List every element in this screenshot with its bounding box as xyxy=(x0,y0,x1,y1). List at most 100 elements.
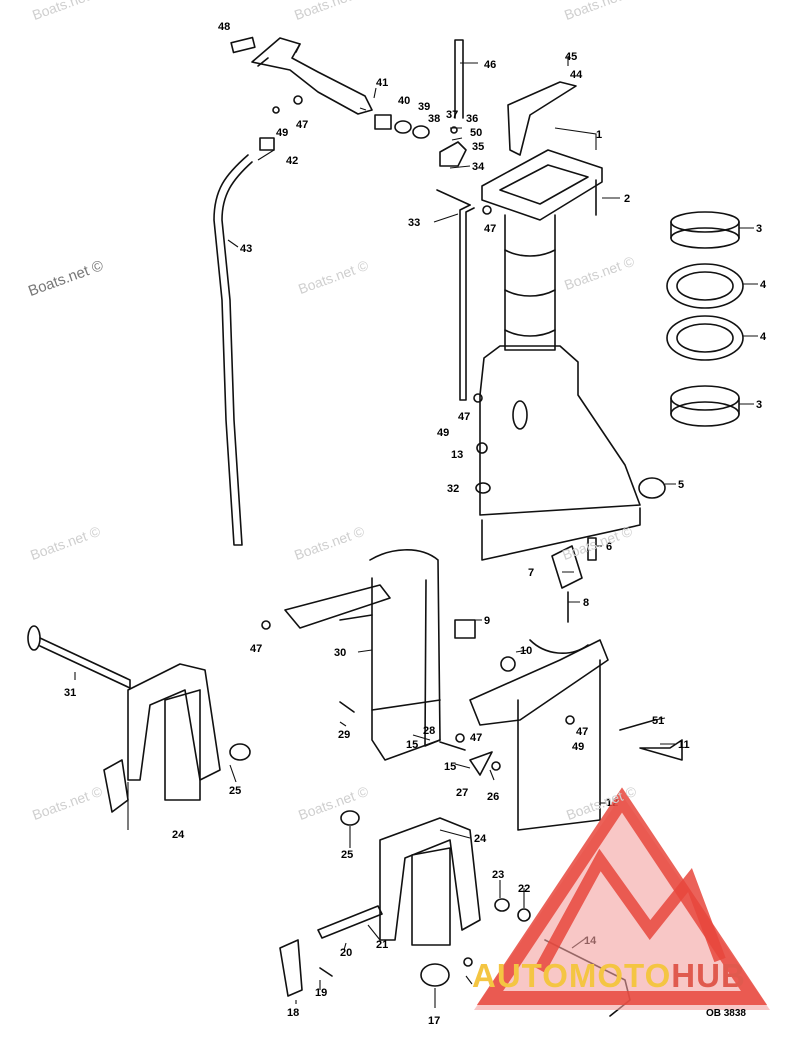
callout-3-bottom: 3 xyxy=(756,399,762,411)
washer-39 xyxy=(394,120,412,134)
knob-11 xyxy=(639,739,683,761)
callout-4-top: 4 xyxy=(760,279,767,291)
callout-49-a: 49 xyxy=(276,127,288,139)
callout-25-left: 25 xyxy=(229,785,241,797)
callout-19: 19 xyxy=(315,987,327,999)
rod-46 xyxy=(454,39,464,119)
bushing-40 xyxy=(374,114,392,130)
callout-32: 32 xyxy=(447,483,459,495)
washer-23 xyxy=(494,898,510,912)
callout-17: 17 xyxy=(428,1015,440,1027)
callout-42: 42 xyxy=(286,155,298,167)
pad-9 xyxy=(454,619,476,639)
callout-31: 31 xyxy=(64,687,76,699)
callout-36: 36 xyxy=(466,113,478,125)
callout-46: 46 xyxy=(484,59,496,71)
callout-43: 43 xyxy=(240,243,252,255)
nut-47-f xyxy=(293,95,303,105)
callout-15-b: 15 xyxy=(444,761,456,773)
washer-25-left xyxy=(229,743,251,761)
callout-22: 22 xyxy=(518,883,530,895)
callout-26: 26 xyxy=(487,791,499,803)
lever-27 xyxy=(469,751,493,776)
bearing-ring-3-top xyxy=(670,211,740,249)
callout-5: 5 xyxy=(678,479,684,491)
screw-16 xyxy=(463,957,473,967)
callout-44: 44 xyxy=(570,69,583,81)
callout-40: 40 xyxy=(398,95,410,107)
clamp-24-right xyxy=(379,817,481,946)
callout-25-right: 25 xyxy=(341,849,353,861)
callout-45: 45 xyxy=(565,51,577,63)
callout-11: 11 xyxy=(678,739,690,751)
callout-47-b: 47 xyxy=(484,223,496,235)
bearing-4-bottom xyxy=(666,315,744,361)
leader-lines xyxy=(74,56,758,1008)
shaft-28 xyxy=(439,741,466,751)
callout-10: 10 xyxy=(520,645,532,657)
callout-30: 30 xyxy=(334,647,346,659)
callout-39: 39 xyxy=(418,101,430,113)
callout-49-b: 49 xyxy=(437,427,449,439)
clamp-bolt-31 xyxy=(27,625,131,689)
callout-1: 1 xyxy=(596,129,602,141)
callout-27: 27 xyxy=(456,787,468,799)
pad-17 xyxy=(420,963,450,987)
nut-47-b xyxy=(473,393,483,403)
drawing-code: OB 3838 xyxy=(705,1008,746,1019)
screw-49-top xyxy=(272,106,280,114)
callout-21: 21 xyxy=(376,939,388,951)
bearing-4-top xyxy=(666,263,744,309)
tiller-handle xyxy=(230,36,373,115)
brand-part-1: AUTOMOTO xyxy=(472,957,672,994)
screw-37 xyxy=(450,126,458,134)
callout-35: 35 xyxy=(472,141,484,153)
callout-48: 48 xyxy=(218,21,230,33)
callout-47-d: 47 xyxy=(250,643,262,655)
callout-49-c: 49 xyxy=(572,741,584,753)
callout-23: 23 xyxy=(492,869,504,881)
callout-24-left: 24 xyxy=(172,829,185,841)
callout-20: 20 xyxy=(340,947,352,959)
nut-47-d xyxy=(455,733,465,743)
washer-25-right xyxy=(340,810,360,826)
swivel-bracket-30 xyxy=(284,549,441,761)
washer-38 xyxy=(412,125,430,139)
exhaust-housing xyxy=(479,149,641,561)
plug-5 xyxy=(638,477,666,499)
callout-47-a: 47 xyxy=(296,119,308,131)
callout-13: 13 xyxy=(451,449,463,461)
callout-51: 51 xyxy=(652,715,664,727)
callout-4-bottom: 4 xyxy=(760,331,767,343)
nut-22 xyxy=(517,908,531,922)
callout-33: 33 xyxy=(408,217,420,229)
brand-part-2: HUB xyxy=(671,957,746,994)
callout-8: 8 xyxy=(583,597,589,609)
nut-47-e xyxy=(565,715,575,725)
callout-6: 6 xyxy=(606,541,612,553)
screw-29 xyxy=(339,701,355,713)
clamp-24-left xyxy=(127,663,221,801)
handle-18 xyxy=(279,939,303,997)
bushing-10 xyxy=(500,656,516,672)
callout-7: 7 xyxy=(528,567,534,579)
pin-51 xyxy=(619,719,656,731)
callout-41: 41 xyxy=(376,77,388,89)
nut-26 xyxy=(491,761,501,771)
cover-44 xyxy=(507,81,577,156)
pin-19 xyxy=(319,967,333,977)
callout-50: 50 xyxy=(470,127,482,139)
handle-left xyxy=(103,759,129,813)
bracket-34 xyxy=(439,141,467,167)
callout-24-right: 24 xyxy=(474,833,487,845)
nut-47-a xyxy=(482,205,492,215)
washer-13 xyxy=(476,442,488,454)
screw-20 xyxy=(317,905,383,939)
callout-28: 28 xyxy=(423,725,435,737)
callout-2: 2 xyxy=(624,193,630,205)
callout-47-e: 47 xyxy=(470,732,482,744)
callout-47-c: 47 xyxy=(458,411,470,423)
callout-37: 37 xyxy=(446,109,458,121)
callout-38: 38 xyxy=(428,113,440,125)
